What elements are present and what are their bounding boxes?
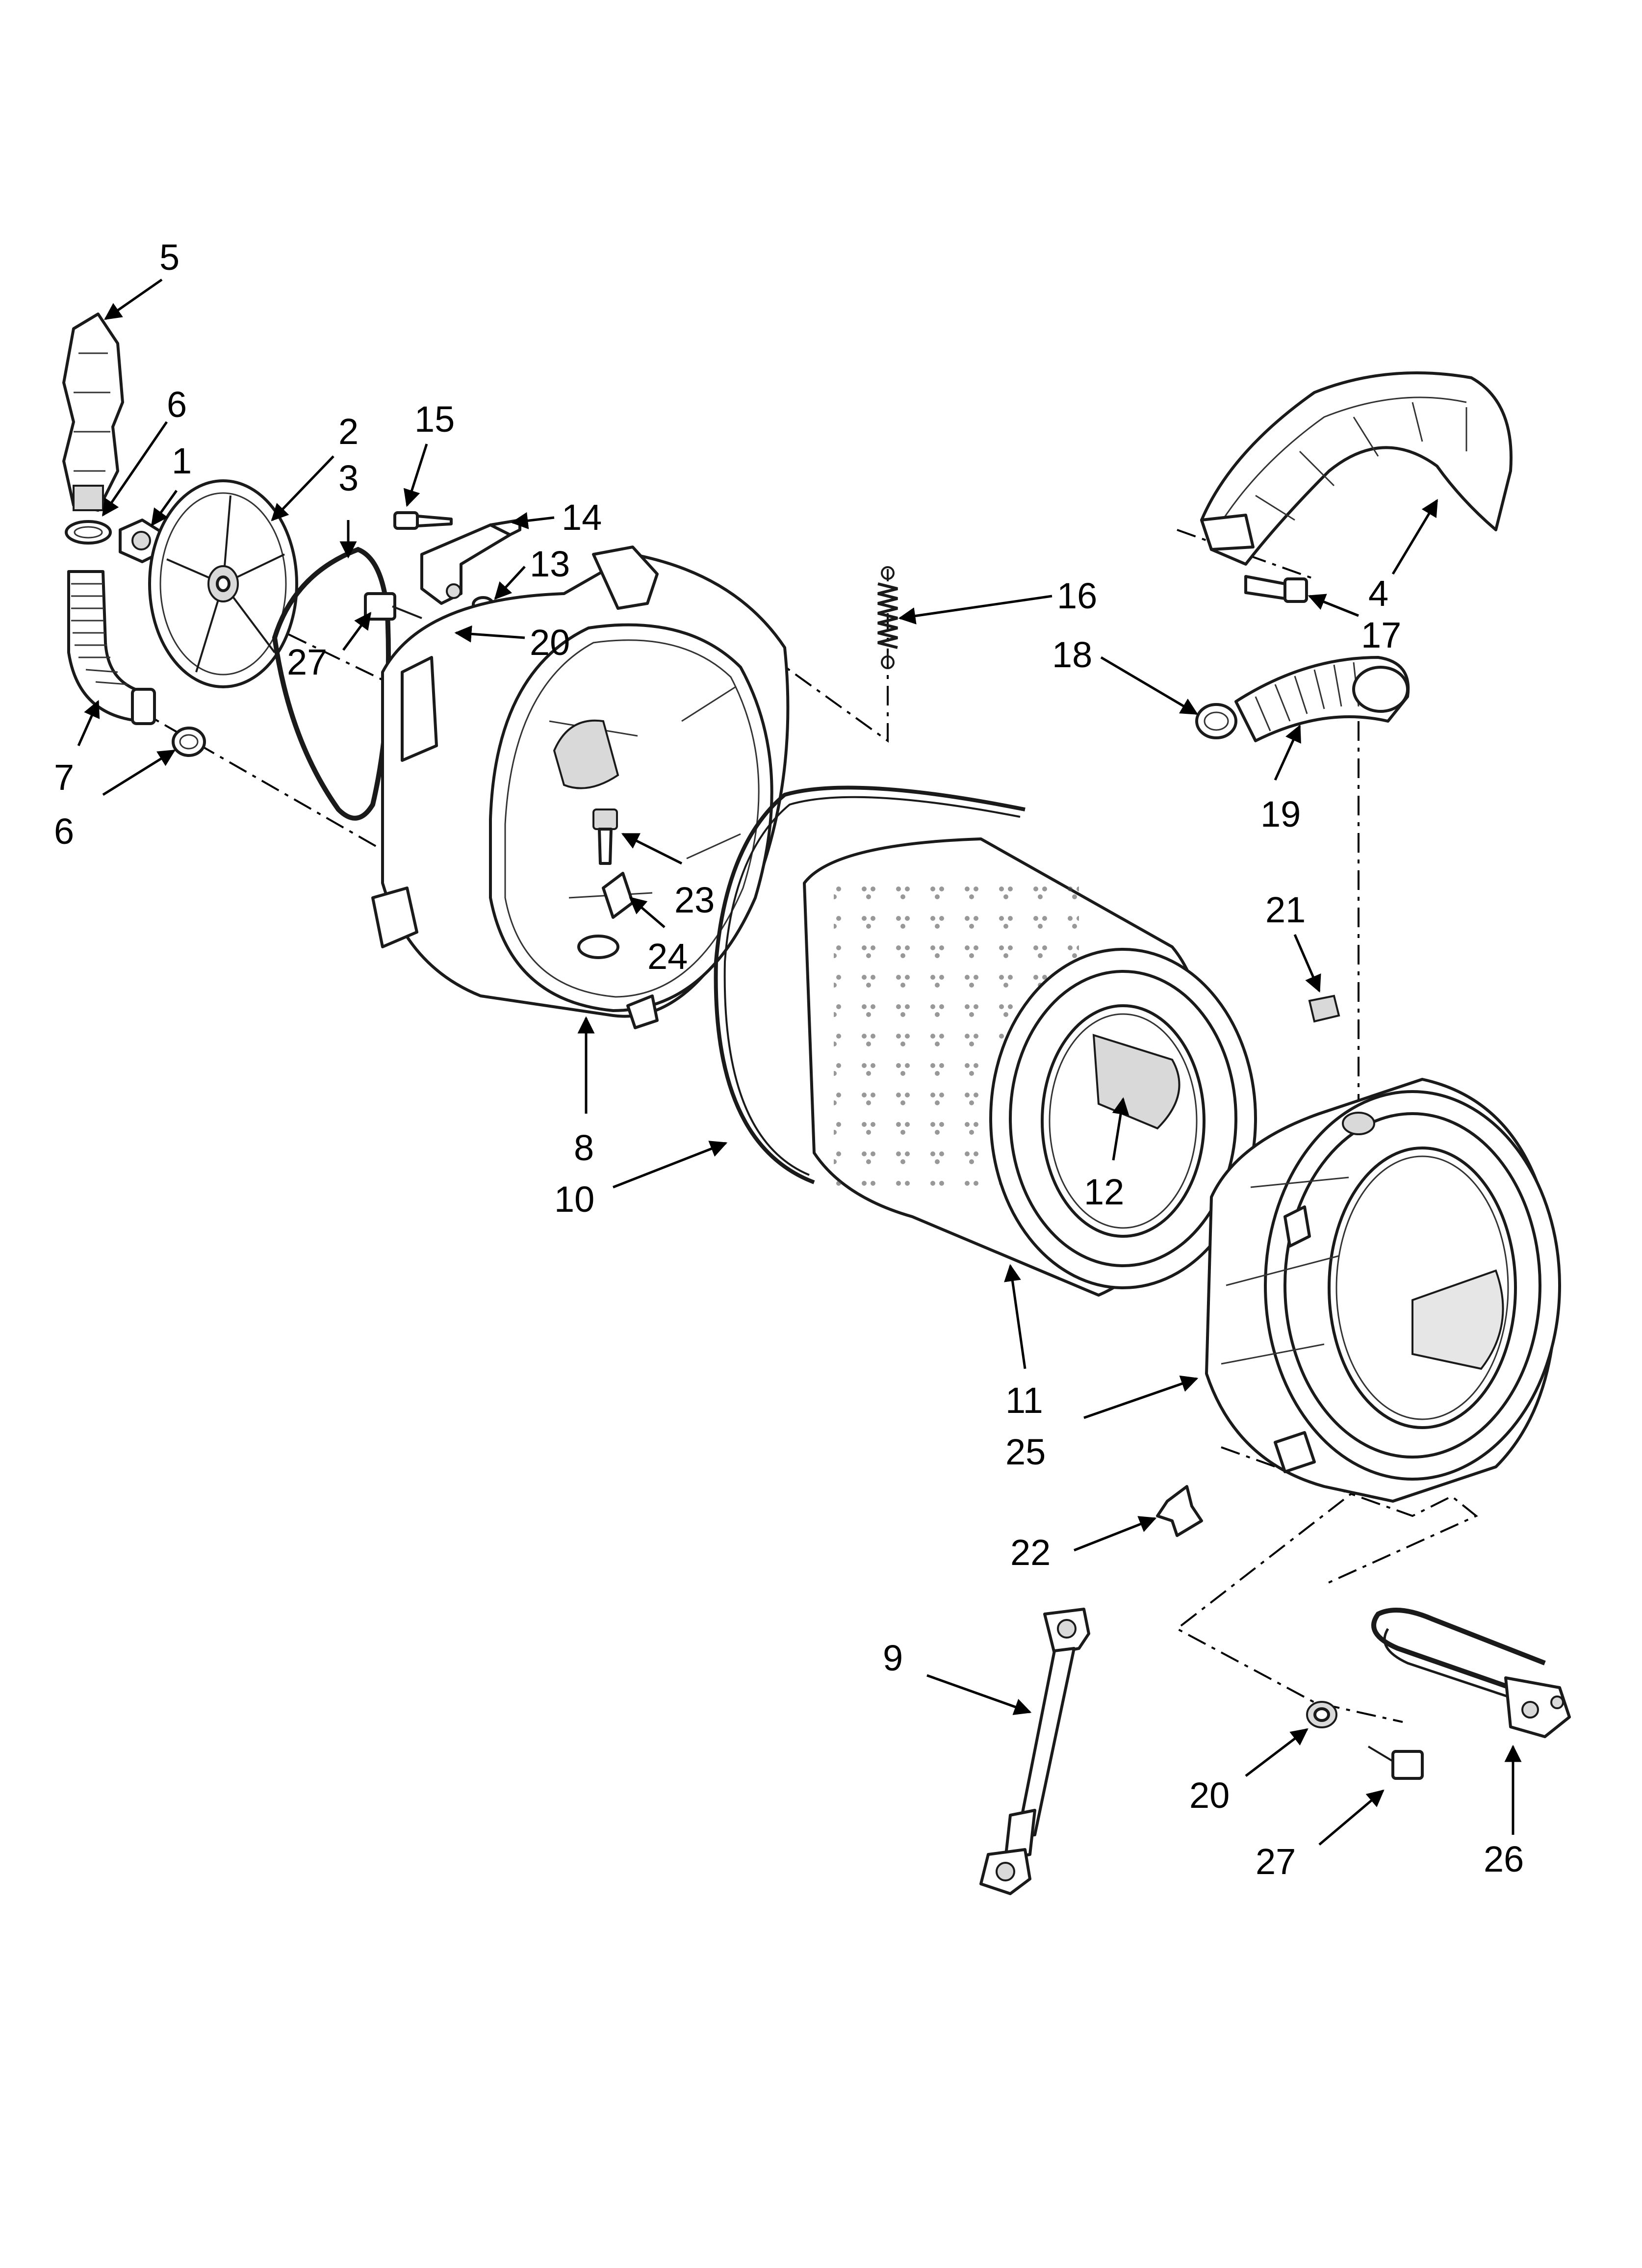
leader-lines xyxy=(77,278,1522,1846)
part-basket xyxy=(803,837,1257,1297)
callout-labels: 5 6 1 2 3 15 14 13 20 27 7 6 16 4 17 18 … xyxy=(54,237,1524,1882)
callout-22: 22 xyxy=(1010,1532,1051,1573)
callout-16: 16 xyxy=(1057,575,1097,616)
part-clamp-lower xyxy=(172,727,206,757)
part-bolt-23 xyxy=(592,808,618,865)
callout-21: 21 xyxy=(1265,889,1306,930)
part-thermistor-lower xyxy=(1367,1746,1424,1780)
callout-11: 11 xyxy=(1005,1380,1043,1421)
part-clamp-18 xyxy=(1195,703,1237,739)
callout-15: 15 xyxy=(414,399,455,440)
callout-19: 19 xyxy=(1260,794,1301,834)
callout-6: 6 xyxy=(167,384,187,425)
part-screw-17 xyxy=(1244,575,1308,603)
callout-24: 24 xyxy=(647,936,688,977)
part-screw-15 xyxy=(393,511,453,530)
part-grommet-lower xyxy=(1306,1701,1337,1728)
callout-23: 23 xyxy=(674,880,715,920)
part-seal-ring xyxy=(714,785,1026,1184)
callout-1: 1 xyxy=(172,441,192,481)
part-inlet-fitting xyxy=(62,313,124,512)
callout-2: 2 xyxy=(338,411,359,452)
part-shock-absorber xyxy=(979,1608,1090,1895)
part-heater xyxy=(1371,1608,1571,1738)
callout-27: 27 xyxy=(287,642,327,682)
part-clip-24 xyxy=(577,872,634,959)
part-front-tub xyxy=(1205,1078,1561,1503)
callout-3: 3 xyxy=(338,458,359,498)
callout-13: 13 xyxy=(530,544,570,584)
part-pulley xyxy=(148,479,298,688)
callout-4: 4 xyxy=(1368,573,1388,614)
part-rear-tub xyxy=(371,546,790,1029)
part-thermistor-upper xyxy=(364,592,422,621)
callout-10: 10 xyxy=(554,1179,594,1220)
part-bracket xyxy=(420,519,521,605)
part-shroud xyxy=(1200,371,1513,566)
callout-18: 18 xyxy=(1052,634,1092,675)
callout-5: 5 xyxy=(159,237,180,278)
part-vent-hose xyxy=(1234,656,1410,742)
callout-6b: 6 xyxy=(54,811,74,852)
callout-14: 14 xyxy=(562,497,602,538)
callout-27b: 27 xyxy=(1256,1841,1296,1882)
callout-9: 9 xyxy=(883,1638,903,1678)
callout-26: 26 xyxy=(1484,1839,1524,1879)
callout-8: 8 xyxy=(574,1127,594,1168)
part-clamp-upper xyxy=(65,520,112,545)
callout-20: 20 xyxy=(530,622,570,663)
part-clip-21 xyxy=(1308,994,1340,1023)
callout-25: 25 xyxy=(1005,1432,1046,1472)
callout-7: 7 xyxy=(54,757,74,798)
callout-12: 12 xyxy=(1084,1172,1124,1212)
part-nut xyxy=(119,519,163,563)
part-spring xyxy=(877,566,898,669)
part-gasket-22 xyxy=(1156,1485,1203,1537)
part-drain-hose xyxy=(67,570,156,725)
callout-20b: 20 xyxy=(1189,1775,1230,1816)
callout-17: 17 xyxy=(1361,615,1401,655)
